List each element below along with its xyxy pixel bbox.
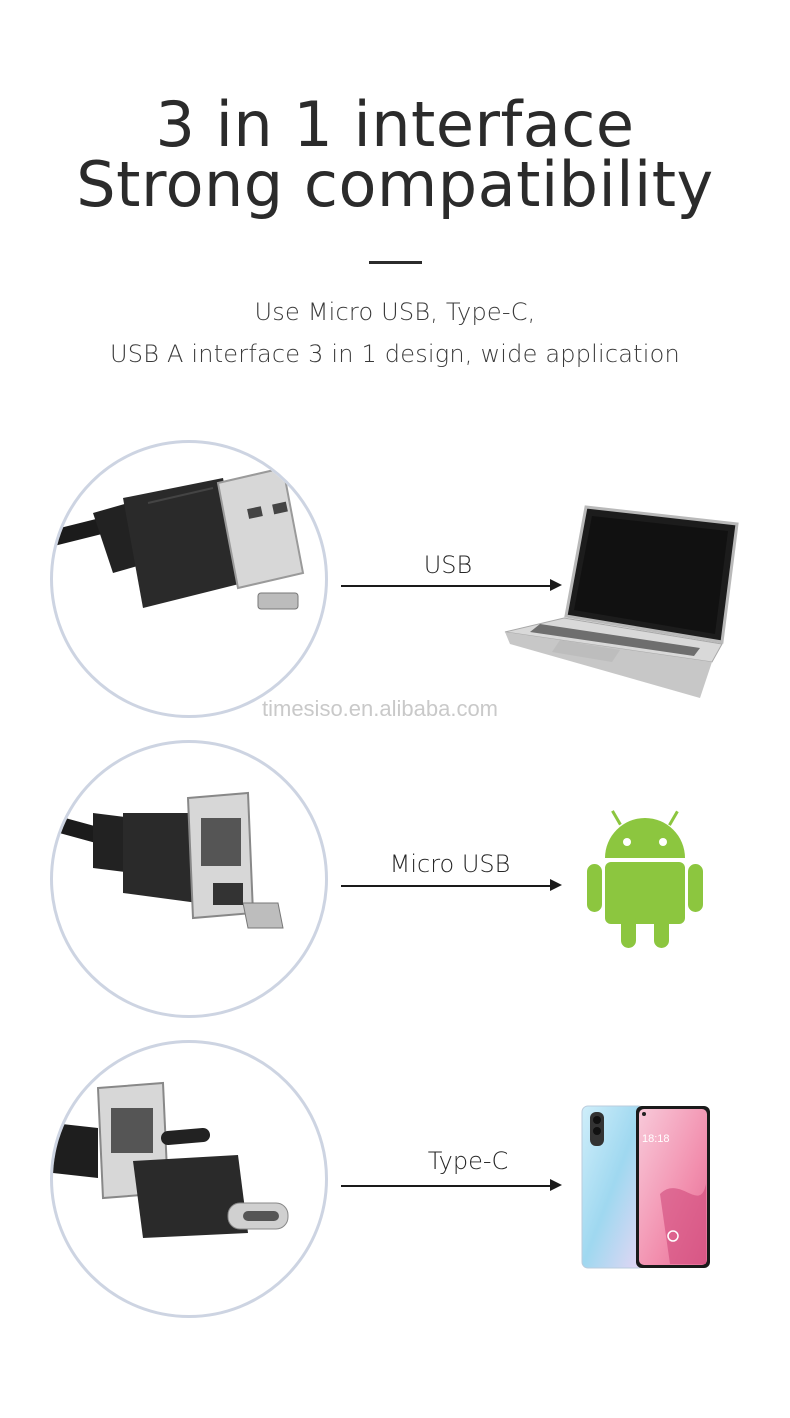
arrow-label-usb: USB — [423, 551, 473, 579]
smartphone-icon: 18:18 — [580, 1104, 712, 1275]
title-line-2: Strong compatibility — [76, 148, 714, 221]
type-c-connector-icon — [50, 1040, 328, 1318]
watermark: timesiso.en.alibaba.com — [262, 696, 499, 721]
row-type-c: Type-C 18:18 — [0, 1040, 790, 1320]
subtitle-line-1: Use Micro USB, Type-C, — [254, 298, 536, 326]
title-divider — [369, 261, 422, 264]
arrow-head-icon — [550, 1179, 562, 1191]
arrow-head-icon — [550, 879, 562, 891]
arrow-label-micro-usb: Micro USB — [389, 850, 511, 878]
usb-a-connector-icon — [50, 440, 328, 718]
micro-usb-connector-icon — [50, 740, 328, 1018]
android-robot-icon — [585, 810, 705, 955]
arrow-head-icon — [550, 579, 562, 591]
arrow-line — [341, 1185, 551, 1187]
arrow-line — [341, 585, 551, 587]
arrow-line — [341, 885, 551, 887]
row-usb: USB — [0, 440, 790, 720]
row-micro-usb: Micro USB — [0, 740, 790, 1020]
title-line-1: 3 in 1 interface — [155, 88, 635, 161]
arrow-label-type-c: Type-C — [427, 1147, 509, 1175]
phone-time: 18:18 — [642, 1133, 670, 1145]
laptop-icon — [500, 502, 740, 707]
subtitle-line-2: USB A interface 3 in 1 design, wide appl… — [110, 340, 680, 368]
